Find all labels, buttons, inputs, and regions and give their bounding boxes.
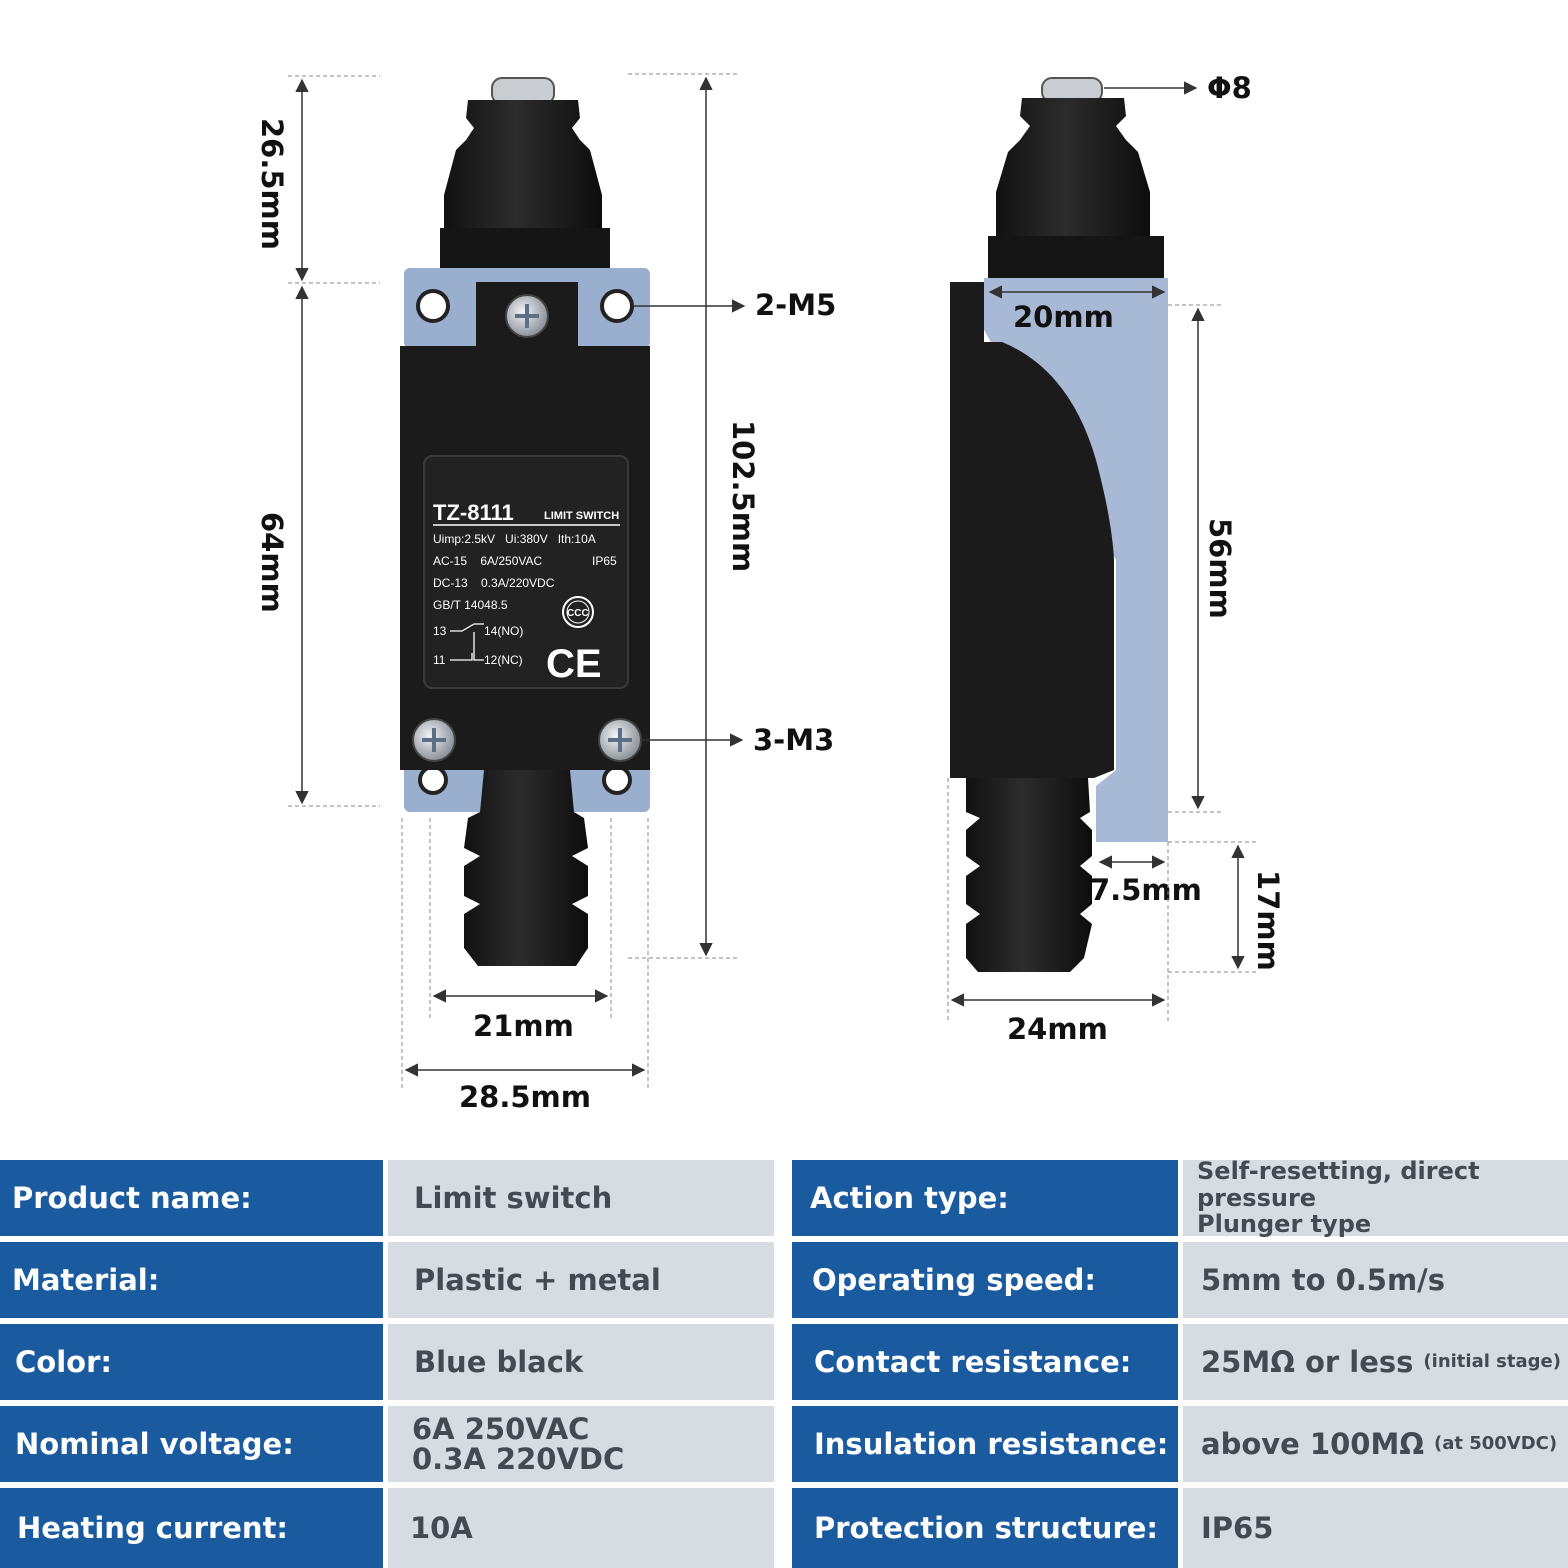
spec-key-heating-current: Heating current: [0,1488,383,1568]
dim-side-top-width: 20mm [1013,300,1114,334]
dim-body-height: 64mm [255,512,289,613]
side-body [950,282,1114,778]
spec-value-action-type-line1: Self-resetting, direct pressure [1197,1157,1480,1212]
spec-value-nominal-voltage: 6A 250VAC 0.3A 220VDC [388,1406,774,1482]
mount-hole-bl [418,765,448,795]
spec-value-product-name: Limit switch [388,1160,774,1236]
dim-side-offset: 7.5mm [1090,873,1202,907]
spec-value-color: Blue black [388,1324,774,1400]
dim-outer-width: 28.5mm [459,1080,591,1114]
spec-value-action-type: Self-resetting, direct pressure Plunger … [1183,1157,1568,1239]
rating-label: TZ-8111 LIMIT SWITCH Uimp:2.5kV Ui:380V … [423,455,629,689]
label-no-terminal: 13 [433,624,447,638]
label-line3: DC-13 0.3A/220VDC [433,576,555,590]
label-nc-terminal: 11 [433,653,446,667]
spec-value-insulation-resistance: above 100MΩ (at 500VDC) [1183,1406,1568,1482]
side-top-boot [996,98,1150,240]
spec-value-nominal-voltage-ac: 6A 250VAC [412,1411,590,1446]
spec-key-product-name: Product name: [0,1160,383,1236]
spec-value-insulation-resistance-note: (at 500VDC) [1433,1432,1558,1454]
dim-side-plunger-height: 17mm [1251,870,1285,971]
dim-inner-width: 21mm [473,1009,574,1043]
ccc-mark: CCC [562,596,594,628]
spec-key-protection-structure: Protection structure: [792,1488,1178,1568]
callout-screws: 3-M3 [753,723,834,757]
spec-key-operating-speed: Operating speed: [792,1242,1178,1318]
bottom-boot [464,770,588,966]
side-blue-plate [984,278,1168,842]
spec-value-operating-speed: 5mm to 0.5m/s [1183,1242,1568,1318]
spec-key-insulation-resistance: Insulation resistance: [792,1406,1178,1482]
top-boot [444,100,602,232]
callout-plunger-diameter: Φ8 [1207,71,1252,105]
spec-key-action-type: Action type: [792,1160,1178,1236]
front-view: TZ-8111 LIMIT SWITCH Uimp:2.5kV Ui:380V … [255,73,836,1114]
mount-hole-left [416,289,450,323]
label-line2a: AC-15 6A/250VAC [433,554,543,568]
spec-value-contact-resistance-note: (initial stage) [1423,1350,1561,1372]
spec-value-protection-structure: IP65 [1183,1488,1568,1568]
label-type: LIMIT SWITCH [544,510,619,522]
spec-key-nominal-voltage: Nominal voltage: [0,1406,383,1482]
spec-value-material: Plastic + metal [388,1242,774,1318]
mount-hole-right [600,289,634,323]
spec-value-action-type-line2: Plunger type [1197,1210,1372,1239]
label-line1: Uimp:2.5kV Ui:380V Ith:10A [433,532,596,546]
label-line2b: IP65 [592,554,617,568]
spec-table: Product name: Limit switch Action type: … [0,1157,1568,1568]
label-nc-contact: 12(NC) [484,653,523,667]
label-line4: GB/T 14048.5 [433,598,508,612]
spec-key-contact-resistance: Contact resistance: [792,1324,1178,1400]
spec-value-contact-resistance-main: 25MΩ or less [1201,1344,1414,1379]
ce-mark: CE [546,642,602,686]
side-view: Φ8 20mm 56mm 7.5mm 17mm 24mm [947,71,1285,1046]
spec-key-material: Material: [0,1242,383,1318]
callout-mount-holes: 2-M5 [755,288,836,322]
spec-value-contact-resistance: 25MΩ or less (initial stage) [1183,1324,1568,1400]
dim-top-height: 26.5mm [255,118,289,250]
dim-side-body-height: 56mm [1203,518,1237,619]
dim-total-height: 102.5mm [726,420,760,572]
svg-text:CCC: CCC [567,608,589,619]
label-no-contact: 14(NO) [484,624,523,638]
label-model: TZ-8111 [433,500,514,525]
dimension-diagram: TZ-8111 LIMIT SWITCH Uimp:2.5kV Ui:380V … [255,71,1285,1114]
spec-key-color: Color: [0,1324,383,1400]
side-bottom-boot [966,778,1092,972]
spec-value-insulation-resistance-main: above 100MΩ [1201,1426,1424,1461]
mount-hole-br [602,765,632,795]
spec-value-heating-current: 10A [388,1488,774,1568]
spec-value-nominal-voltage-dc: 0.3A 220VDC [412,1442,625,1476]
dim-side-total-width: 24mm [1007,1012,1108,1046]
side-top-collar [988,236,1164,280]
